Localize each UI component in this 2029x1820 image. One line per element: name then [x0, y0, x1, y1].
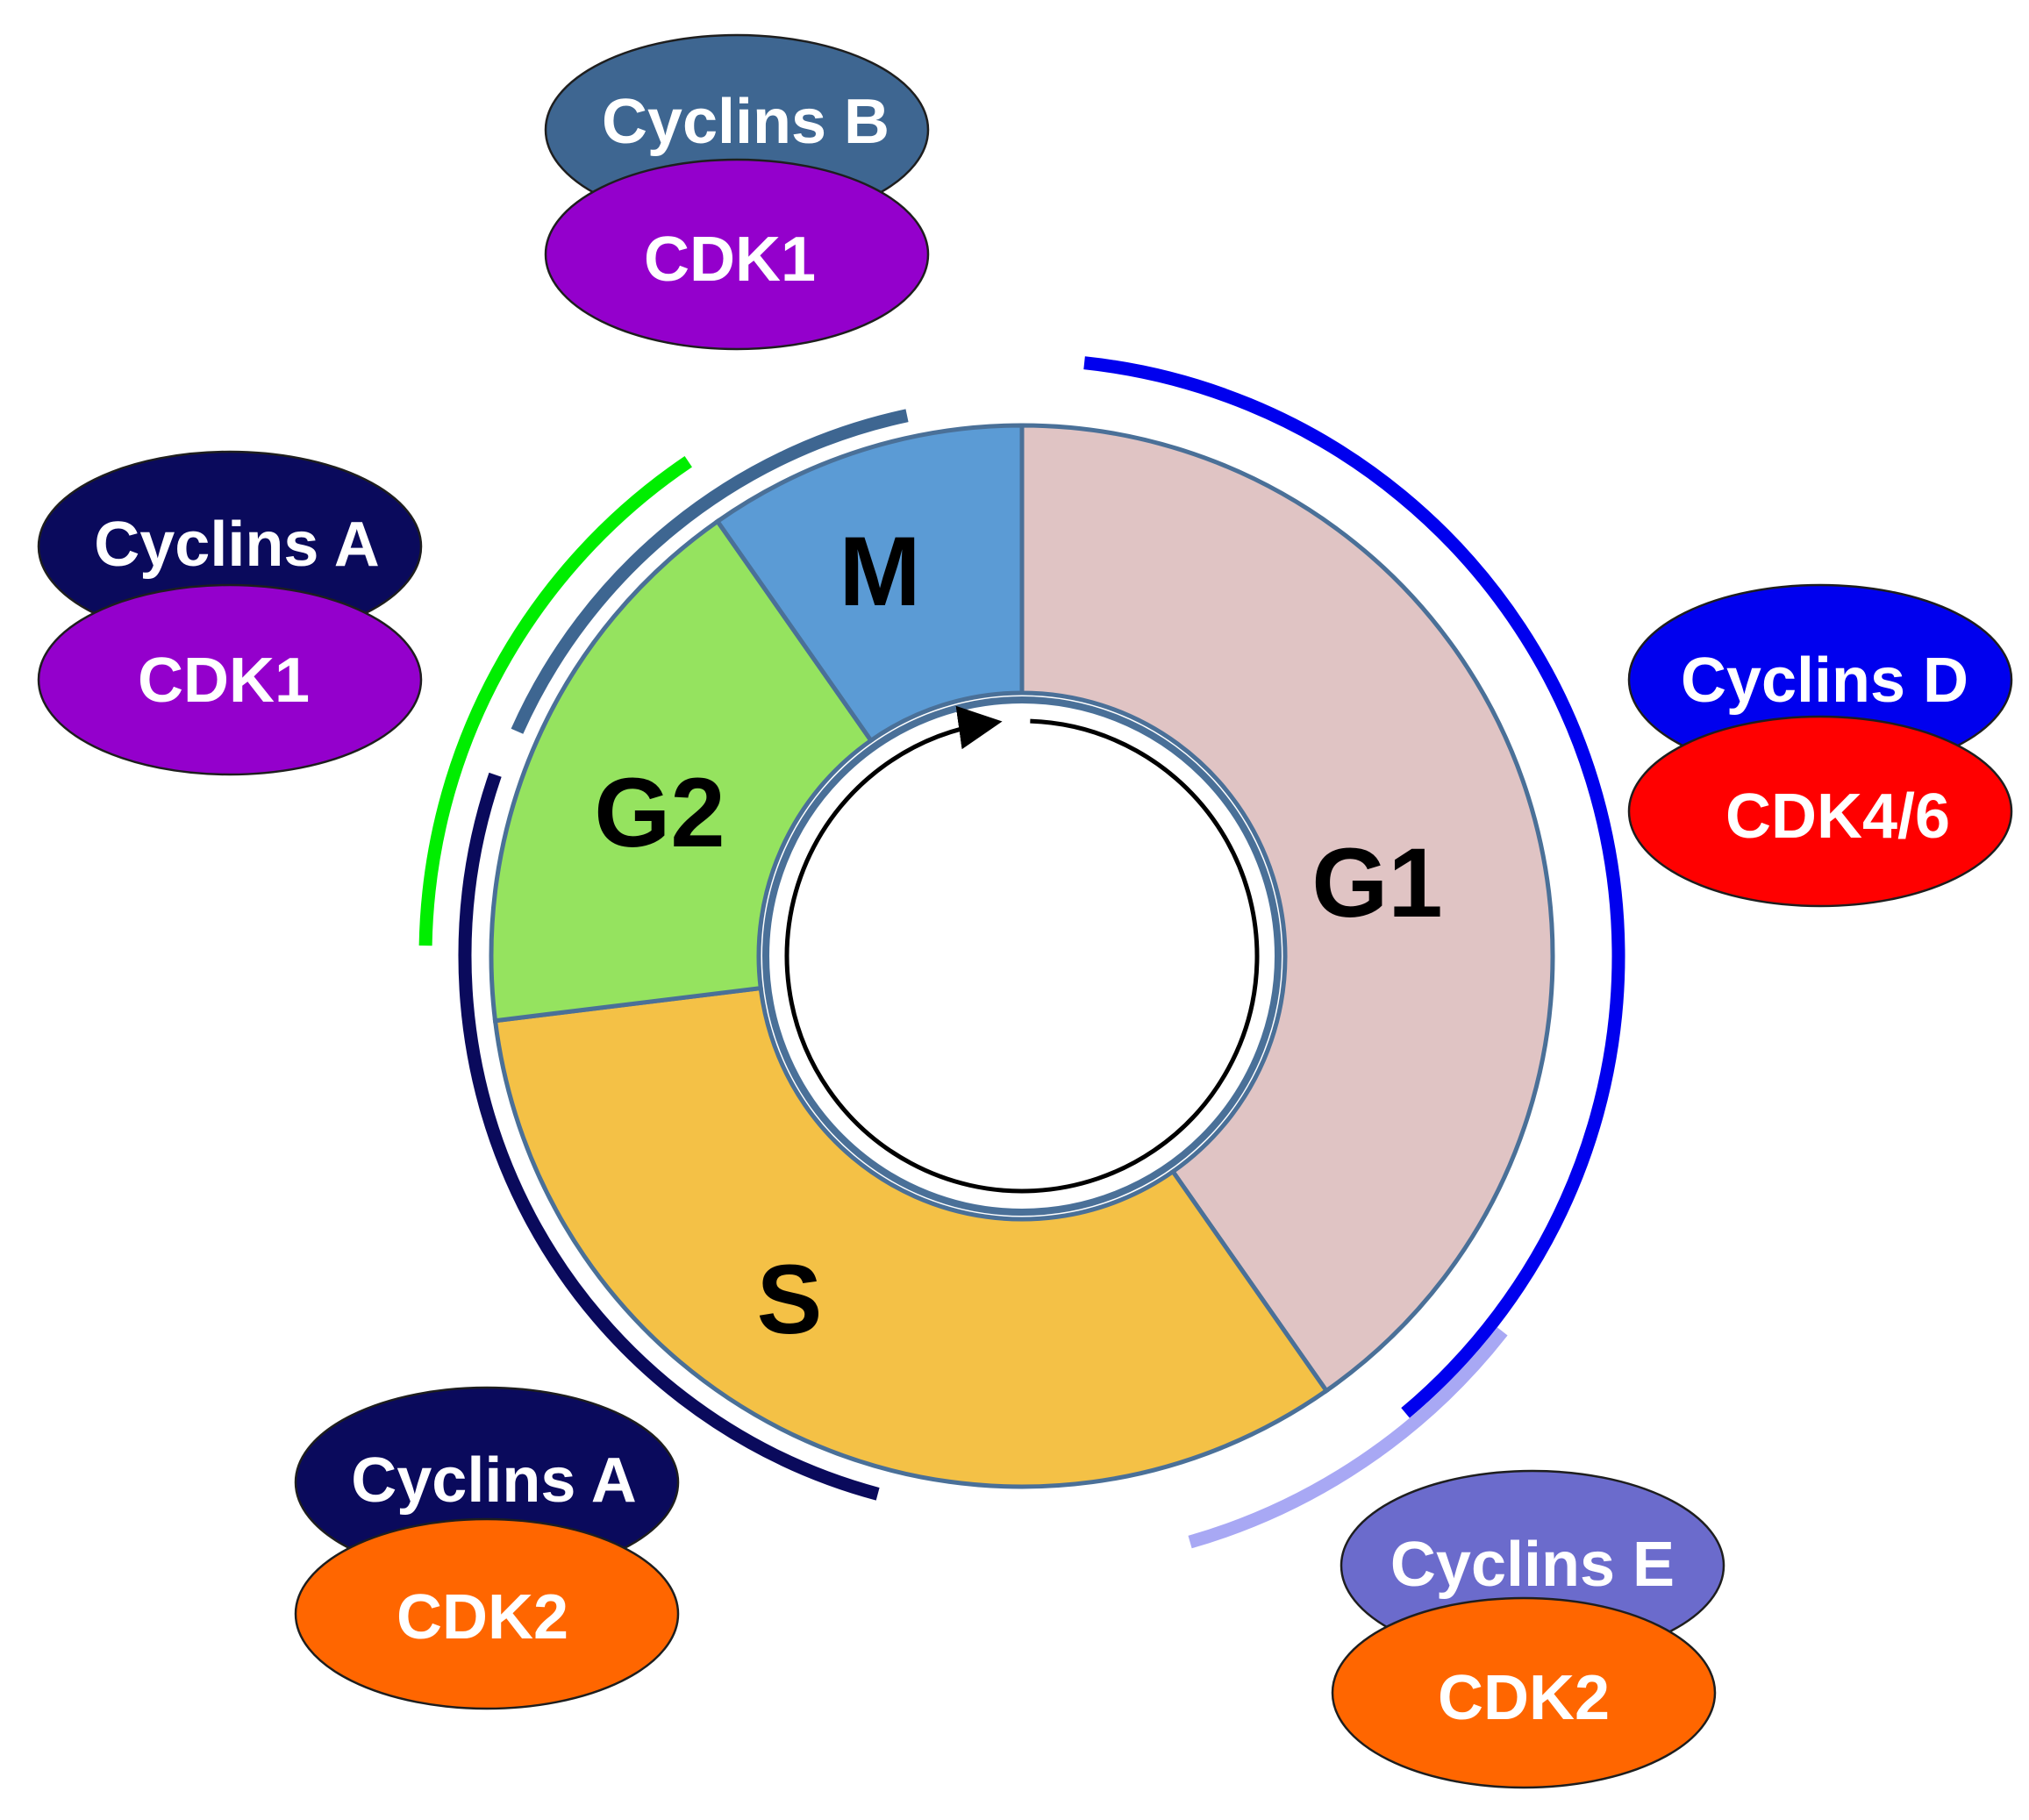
cyclin-b-label: Cyclins B: [602, 87, 889, 157]
activity-arcs: [418, 356, 1625, 1549]
complex-cyclin-d-cdk46: Cyclins D CDK4/6: [1627, 583, 2013, 908]
cyclin-a-label: Cyclins A: [94, 510, 379, 580]
complex-cyclin-a-cdk1: Cyclins A CDK1: [37, 450, 423, 776]
cdk2-ellipse: [1331, 1596, 1717, 1789]
complex-cyclin-b-cdk1: Cyclins B CDK1: [544, 33, 930, 351]
cdk2-ellipse: [294, 1517, 680, 1710]
cycle-arrow: [784, 705, 1260, 1194]
cdk1-label: CDK1: [138, 646, 310, 716]
phase-segment-s: [492, 985, 1330, 1489]
cyclin-d-arc: [1083, 356, 1625, 1418]
cyclin-e-label: Cyclins E: [1390, 1530, 1675, 1600]
cyclin-e-arc: [1188, 1327, 1508, 1549]
cdk1-ellipse: [544, 158, 930, 351]
complex-cyclin-a-cdk2: Cyclins A CDK2: [294, 1386, 680, 1710]
cyclin-a2-arc: [458, 772, 880, 1501]
cyclin-d-label: Cyclins D: [1681, 646, 1968, 716]
phase-labels: G1 S G2 M: [594, 517, 1442, 1354]
cdk2-label: CDK2: [1438, 1663, 1610, 1733]
cdk46-label: CDK4/6: [1725, 782, 1950, 852]
cdk1-ellipse: [37, 583, 423, 776]
phase-ring: [489, 423, 1555, 1489]
phase-segment-g1: [1019, 423, 1555, 1395]
phase-label-g1: G1: [1311, 828, 1442, 938]
cyclin-b-arc: [511, 409, 909, 734]
cdk2-label: CDK2: [397, 1582, 568, 1652]
inner-ring: [762, 696, 1282, 1216]
cyclin-a-arc: [418, 456, 692, 946]
cdk46-ellipse: [1627, 715, 2013, 908]
phase-segment-m: [714, 423, 1025, 744]
cyclin-a-label: Cyclins A: [351, 1445, 636, 1516]
phase-segment-g2: [489, 517, 875, 1024]
phase-label-m: M: [839, 517, 920, 626]
cdk1-label: CDK1: [644, 225, 816, 295]
cycle-arrow-icon: [784, 705, 1260, 1194]
complex-cyclin-e-cdk2: Cyclins E CDK2: [1331, 1469, 1725, 1789]
phase-label-g2: G2: [594, 758, 725, 867]
phase-label-s: S: [757, 1245, 823, 1354]
